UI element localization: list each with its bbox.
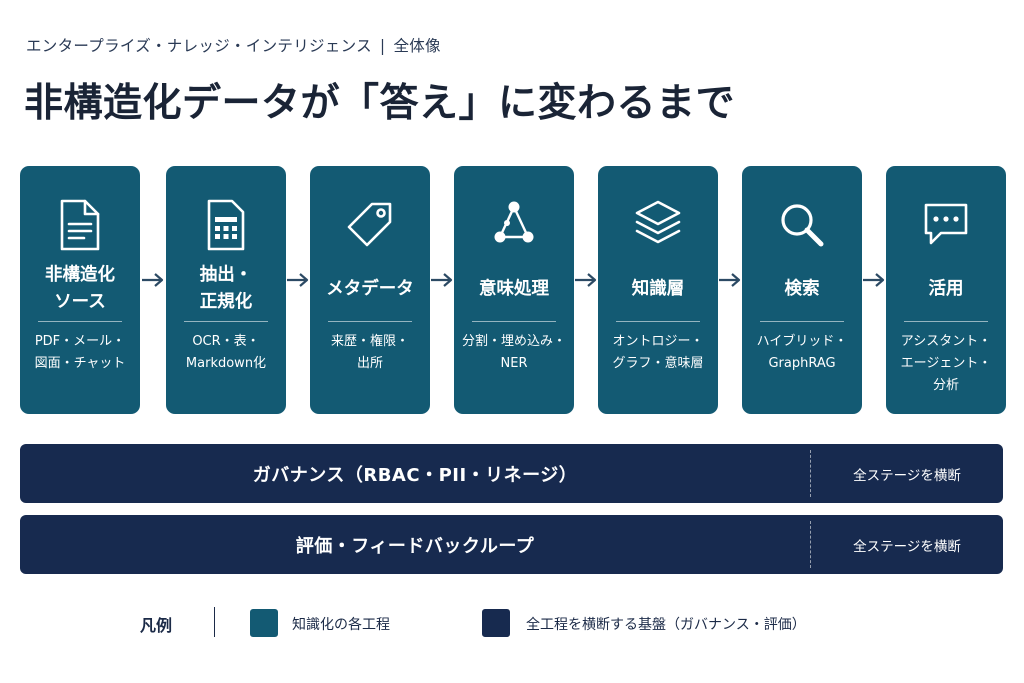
stage-description: オントロジー・ グラフ・意味層 [612,334,704,371]
stage-divider [616,321,700,322]
band-scope: 全ステージを横断 [853,467,961,484]
band-label: ガバナンス（RBAC・PII・リネージ） [252,464,578,486]
band-divider [810,521,811,568]
flow-arrow-icon [575,273,597,287]
stage-card-metadata: メタデータ 来歴・権限・ 出所 [310,166,430,414]
search-icon [742,196,862,254]
chat-icon [886,196,1006,254]
stage-description: 分割・埋め込み・ NER [461,334,566,371]
page-subtitle: エンタープライズ・ナレッジ・インテリジェンス | 全体像 [26,34,441,56]
stage-name: 検索 [784,278,820,299]
legend-separator [214,607,215,637]
flow-arrow-icon [863,273,885,287]
stage-card-utilization: 活用 アシスタント・ エージェント・ 分析 [886,166,1006,414]
stage-card-semantic: 意味処理 分割・埋め込み・ NER [454,166,574,414]
stage-description: アシスタント・ エージェント・ 分析 [900,334,992,393]
legend-title: 凡例 [140,616,173,635]
subtitle-separator: | [379,37,386,55]
stage-description: OCR・表・ Markdown化 [185,334,267,371]
stage-name: 非構造化 ソース [45,265,115,312]
flow-arrow-icon [431,273,453,287]
governance-band: ガバナンス（RBAC・PII・リネージ） 全ステージを横断 [20,444,1003,503]
layers-icon [598,196,718,254]
stage-description: PDF・メール・ 図面・チャット [34,334,126,371]
band-divider [810,450,811,497]
stage-divider [472,321,556,322]
band-scope: 全ステージを横断 [853,538,961,555]
document-icon [20,196,140,254]
stage-divider [328,321,412,322]
legend-label-foundation: 全工程を横断する基盤（ガバナンス・評価） [526,617,806,633]
stage-card-extraction: 抽出・ 正規化 OCR・表・ Markdown化 [166,166,286,414]
evaluation-band: 評価・フィードバックループ 全ステージを横断 [20,515,1003,574]
stage-divider [760,321,844,322]
stage-divider [38,321,122,322]
stage-name: メタデータ [326,278,414,299]
subtitle-suffix: 全体像 [393,37,441,55]
band-label: 評価・フィードバックループ [295,535,535,557]
flow-arrow-icon [287,273,309,287]
tag-icon [310,196,430,254]
legend-swatch-foundation [482,609,510,637]
stage-card-knowledge: 知識層 オントロジー・ グラフ・意味層 [598,166,718,414]
legend-label-stage: 知識化の各工程 [292,617,390,633]
legend-swatch-stage [250,609,278,637]
stage-description: 来歴・権限・ 出所 [330,334,409,371]
subtitle-text: エンタープライズ・ナレッジ・インテリジェンス [26,37,372,55]
stage-name: 活用 [928,278,964,299]
network-icon [454,196,574,254]
stage-name: 知識層 [631,278,685,299]
stage-card-search: 検索 ハイブリッド・ GraphRAG [742,166,862,414]
flow-arrow-icon [719,273,741,287]
stage-description: ハイブリッド・ GraphRAG [756,334,848,371]
stage-card-sources: 非構造化 ソース PDF・メール・ 図面・チャット [20,166,140,414]
spreadsheet-icon [166,196,286,254]
flow-arrow-icon [142,273,164,287]
stage-divider [904,321,988,322]
stage-divider [184,321,268,322]
stage-name: 意味処理 [479,278,549,299]
page-title: 非構造化データが「答え」に変わるまで [24,80,736,126]
stage-name: 抽出・ 正規化 [199,265,253,312]
